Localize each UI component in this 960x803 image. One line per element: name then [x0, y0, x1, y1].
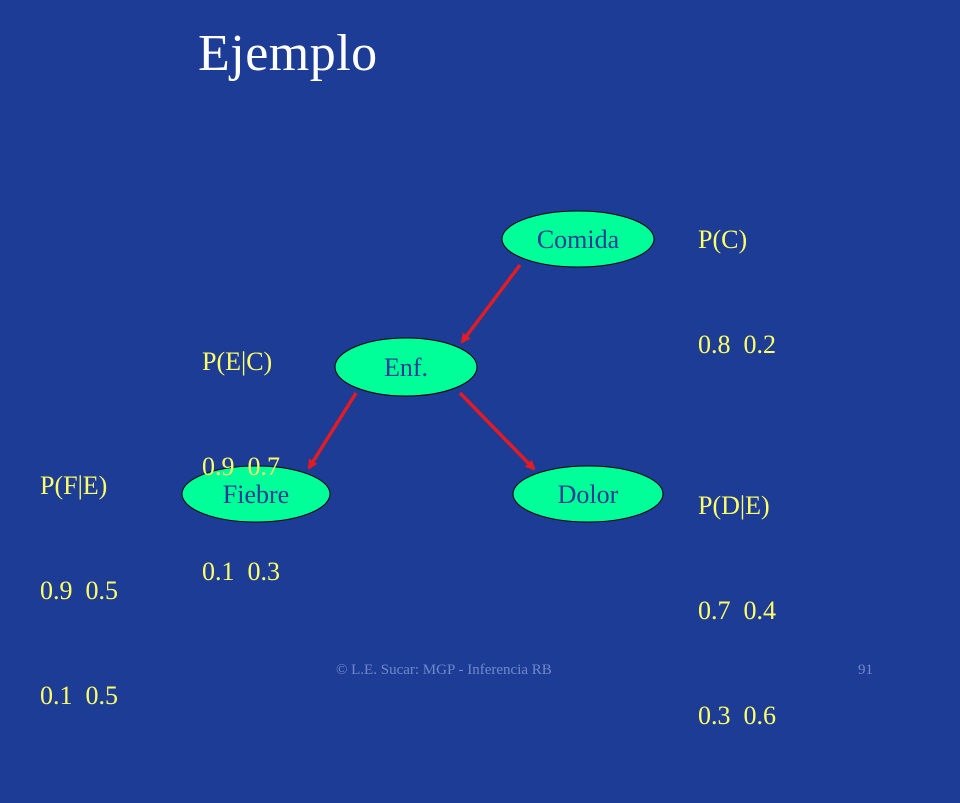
- cpt-fiebre-row-1: 0.9 0.5: [40, 576, 118, 605]
- node-dolor-label: Dolor: [558, 480, 619, 509]
- slide: Ejemplo Comida Enf. Fiebre Dolor P(C) 0: [40, 25, 873, 731]
- slide-title: Ejemplo: [198, 25, 378, 82]
- cpt-fiebre-given-enf: P(F|E) 0.9 0.5 0.1 0.5: [40, 398, 118, 783]
- cpt-enf-given-comida: P(E|C) 0.9 0.7 0.1 0.3: [202, 274, 280, 659]
- node-enf-label: Enf.: [384, 353, 428, 382]
- cpt-comida-label: P(C): [698, 225, 748, 254]
- cpt-comida: P(C) 0.8 0.2: [698, 152, 776, 432]
- node-fiebre-label: Fiebre: [223, 480, 289, 509]
- node-comida-label: Comida: [537, 225, 620, 254]
- cpt-dolor-label: P(D|E): [698, 491, 770, 520]
- cpt-dolor-given-enf: P(D|E) 0.7 0.4 0.3 0.6: [698, 418, 776, 803]
- cpt-fiebre-label: P(F|E): [40, 471, 108, 500]
- cpt-fiebre-row-2: 0.1 0.5: [40, 681, 118, 710]
- edge-comida-enf: [460, 263, 522, 344]
- edge-enf-fiebre: [307, 392, 358, 470]
- cpt-dolor-row-1: 0.7 0.4: [698, 596, 776, 625]
- edge-enf-dolor: [458, 391, 536, 471]
- bayesian-network-diagram: Comida Enf. Fiebre Dolor: [181, 210, 664, 523]
- cpt-enf-label: P(E|C): [202, 347, 273, 376]
- cpt-dolor-row-2: 0.3 0.6: [698, 701, 776, 730]
- node-enf[interactable]: Enf.: [334, 337, 478, 397]
- node-comida[interactable]: Comida: [501, 210, 655, 268]
- cpt-enf-row-1: 0.9 0.7: [202, 452, 280, 481]
- page-number: 91: [858, 662, 873, 678]
- cpt-comida-row-1: 0.8 0.2: [698, 330, 776, 359]
- cpt-enf-row-2: 0.1 0.3: [202, 557, 280, 586]
- slide-footer: © L.E. Sucar: MGP - Inferencia RB: [336, 662, 552, 678]
- node-fiebre[interactable]: Fiebre: [181, 465, 331, 523]
- node-dolor[interactable]: Dolor: [512, 465, 664, 523]
